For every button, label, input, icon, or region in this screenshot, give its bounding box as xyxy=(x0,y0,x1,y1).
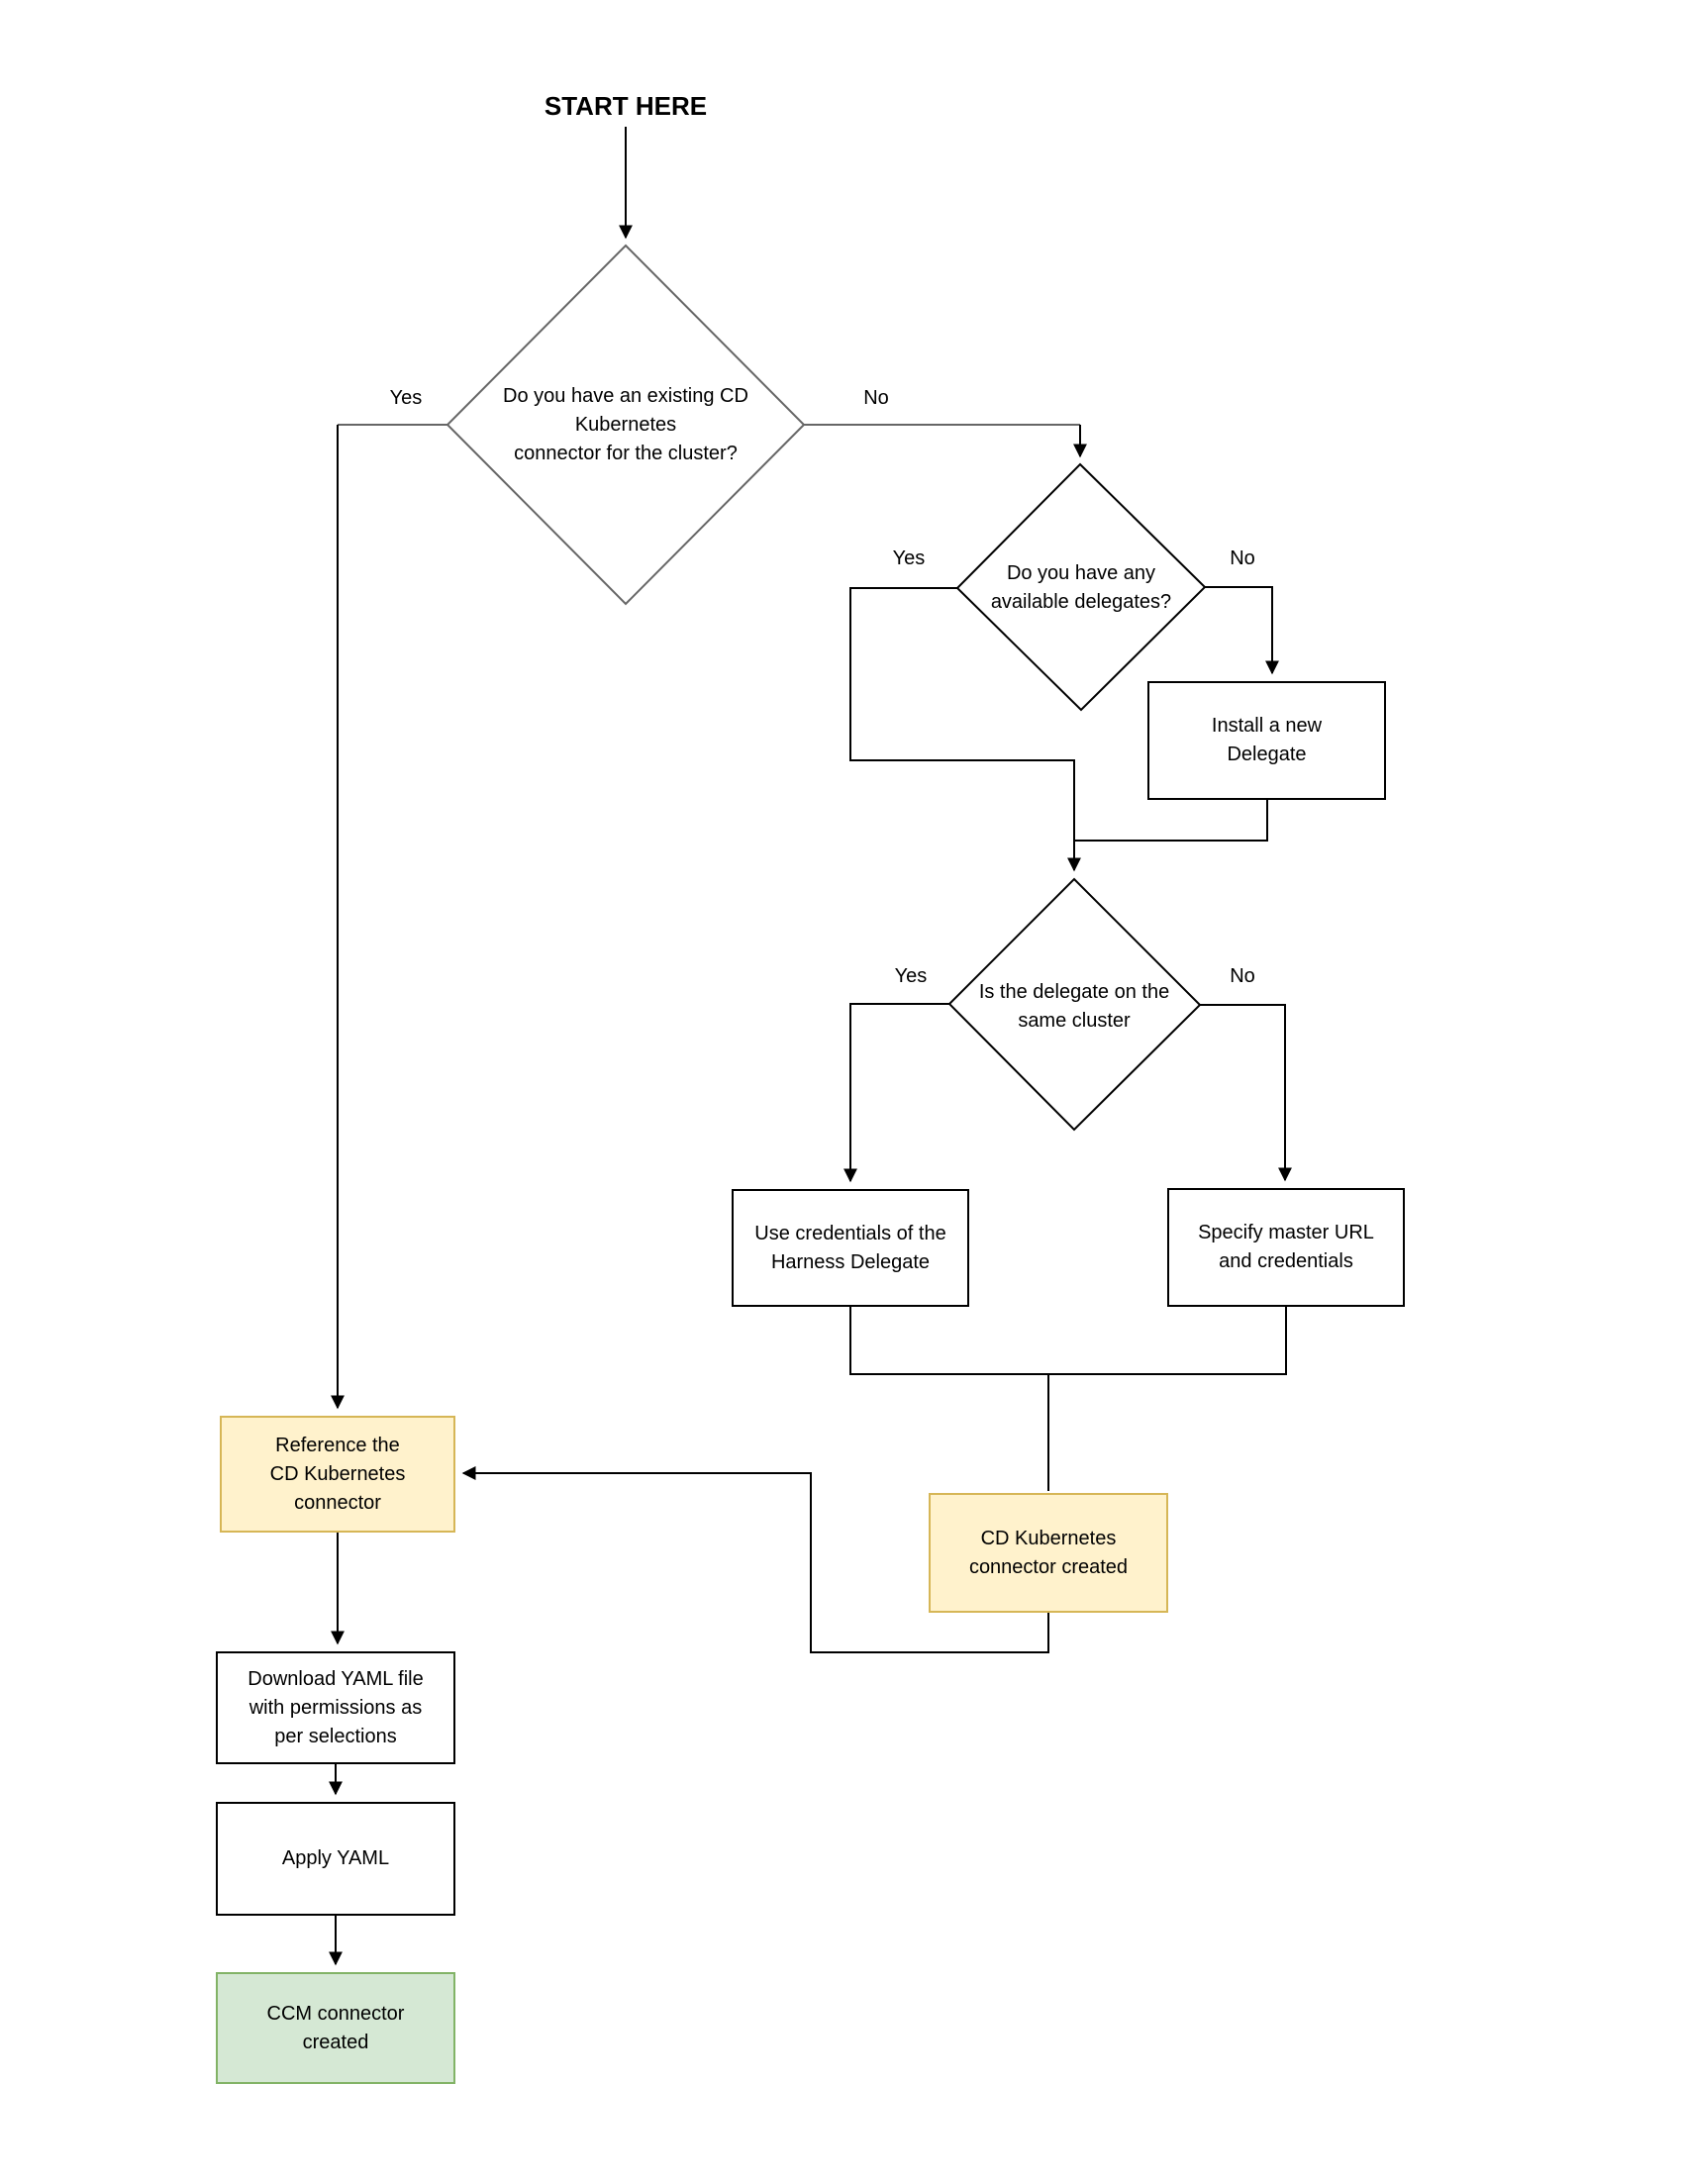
edge-cd-created-to-reference xyxy=(461,1466,1049,1653)
label-available-delegates-no: No xyxy=(1230,547,1255,569)
label-existing-connector-no: No xyxy=(863,387,889,409)
apply-yaml-box: Apply YAML xyxy=(216,1802,455,1916)
decision-available-delegates-text: Do you have any available delegates? xyxy=(990,562,1172,613)
edge-install-to-decision3 xyxy=(1074,800,1268,842)
label-same-cluster-yes: Yes xyxy=(894,965,928,987)
edge-decision3-no-to-specify-url xyxy=(1200,1004,1292,1182)
edge-decision3-yes-to-use-credentials xyxy=(843,1003,949,1183)
edge-decision2-yes-to-decision3 xyxy=(849,587,1081,872)
diamond-same-cluster xyxy=(947,877,1202,1132)
label-same-cluster-no: No xyxy=(1230,965,1255,987)
decision-same-cluster-text: Is the delegate on the same cluster xyxy=(978,981,1170,1032)
decision-existing-connector-text: Do you have an existing CD Kubernetes co… xyxy=(503,384,748,464)
diamond-available-delegates xyxy=(955,462,1207,712)
use-credentials-box: Use credentials of the Harness Delegate xyxy=(732,1189,969,1307)
start-here-title: START HERE xyxy=(544,91,708,121)
ccm-connector-created-box: CCM connector created xyxy=(216,1972,455,2084)
reference-connector-box: Reference the CD Kubernetes connector xyxy=(220,1416,455,1533)
label-existing-connector-yes: Yes xyxy=(389,387,423,409)
download-yaml-box: Download YAML file with permissions as p… xyxy=(216,1651,455,1764)
edge-credentials-merge xyxy=(849,1307,1287,1375)
install-new-delegate-box: Install a new Delegate xyxy=(1147,681,1386,800)
cd-connector-created-box: CD Kubernetes connector created xyxy=(929,1493,1168,1613)
diamond-existing-connector xyxy=(446,244,806,606)
edge-decision2-no-to-install xyxy=(1205,586,1279,675)
label-available-delegates-yes: Yes xyxy=(892,547,926,569)
specify-master-url-box: Specify master URL and credentials xyxy=(1167,1188,1405,1307)
